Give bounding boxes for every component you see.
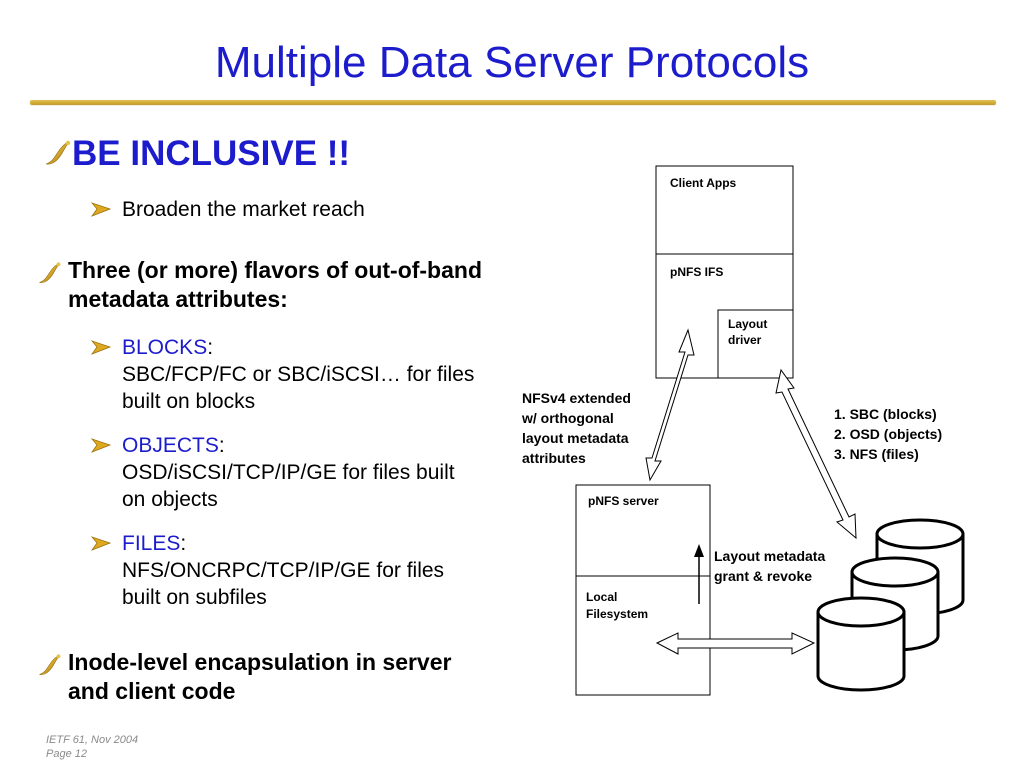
protocol-desc: OSD/iSCSI/TCP/IP/GE for files built on o… [122,461,455,511]
layout-grant-line: grant & revoke [714,568,813,584]
protocol-objects: OBJECTS: OSD/iSCSI/TCP/IP/GE for files b… [90,432,482,513]
bullet-be-inclusive-text: BE INCLUSIVE !! [72,134,351,173]
footer-event: IETF 61, Nov 2004 [46,734,139,746]
nfsv4-label-line: w/ orthogonal [522,410,614,426]
protocol-name: BLOCKS [122,336,208,359]
local-fs-line: Local [586,590,618,604]
bullet-three-flavors: Three (or more) flavors of out-of-band m… [36,256,488,314]
protocol-name: OBJECTS [122,434,219,457]
slide-footer: IETF 61, Nov 2004 Page 12 [46,733,138,761]
arrow-bullet-icon [90,202,112,217]
nfsv4-label: NFSv4 extended w/ orthogonal layout meta… [522,388,631,468]
pnfs-server-label: pNFS server [588,494,659,508]
protocol-sep: : [207,336,214,359]
swoosh-bullet-icon [39,654,61,675]
local-filesystem-label: Local Filesystem [586,589,648,623]
nfsv4-label-line: NFSv4 extended [522,390,631,406]
protocol-desc: NFS/ONCRPC/TCP/IP/GE for files built on … [122,559,445,609]
pnfs-ifs-label: pNFS IFS [670,265,724,279]
storage-protocol-list: 1. SBC (blocks) 2. OSD (objects) 3. NFS … [834,404,942,464]
layout-driver-box [717,309,794,379]
protocol-desc: SBC/FCP/FC or SBC/iSCSI… for files built… [122,363,475,413]
layout-grant-line: Layout metadata [714,548,826,564]
bullet-inode-text: Inode-level encapsulation in server and … [68,649,452,704]
storage-protocol-item: 1. SBC (blocks) [834,406,937,422]
local-fs-line: Filesystem [586,607,649,621]
bullet-three-flavors-text: Three (or more) flavors of out-of-band m… [68,257,482,312]
arrow-bullet-icon [90,536,112,551]
layout-driver-label: Layout driver [728,316,767,348]
slide-title: Multiple Data Server Protocols [214,38,810,87]
footer-page-number: Page 12 [46,748,87,760]
layout-metadata-arrow [694,544,704,604]
protocol-name: FILES [122,532,181,555]
client-apps-label: Client Apps [670,176,737,190]
sub-bullet-market-text: Broaden the market reach [122,198,365,221]
arrow-bullet-icon [90,438,112,453]
layout-grant-label: Layout metadata grant & revoke [714,546,825,586]
arrow-bullet-icon [90,340,112,355]
storage-cylinder-front [816,596,906,692]
storage-protocol-item: 2. OSD (objects) [834,426,943,442]
swoosh-bullet-icon [39,262,61,283]
protocol-sep: : [218,434,225,457]
nfsv4-double-arrow [645,328,695,482]
swoosh-bullet-icon [45,140,71,165]
protocol-sep: : [180,532,187,555]
bullet-be-inclusive: BE INCLUSIVE !! [42,134,350,174]
storage-double-arrow [775,368,857,540]
layout-driver-line: Layout [728,317,768,331]
nfsv4-label-line: layout metadata [522,430,629,446]
title-underline [30,100,996,104]
layout-driver-line: driver [728,333,762,347]
protocol-files: FILES: NFS/ONCRPC/TCP/IP/GE for files bu… [90,530,482,611]
storage-protocol-item: 3. NFS (files) [834,446,919,462]
bullet-inode: Inode-level encapsulation in server and … [36,648,488,706]
nfsv4-label-line: attributes [522,450,586,466]
server-box [575,484,711,696]
protocol-blocks: BLOCKS: SBC/FCP/FC or SBC/iSCSI… for fil… [90,334,512,415]
local-storage-double-arrow [655,632,816,655]
sub-bullet-market: Broaden the market reach [90,196,365,223]
